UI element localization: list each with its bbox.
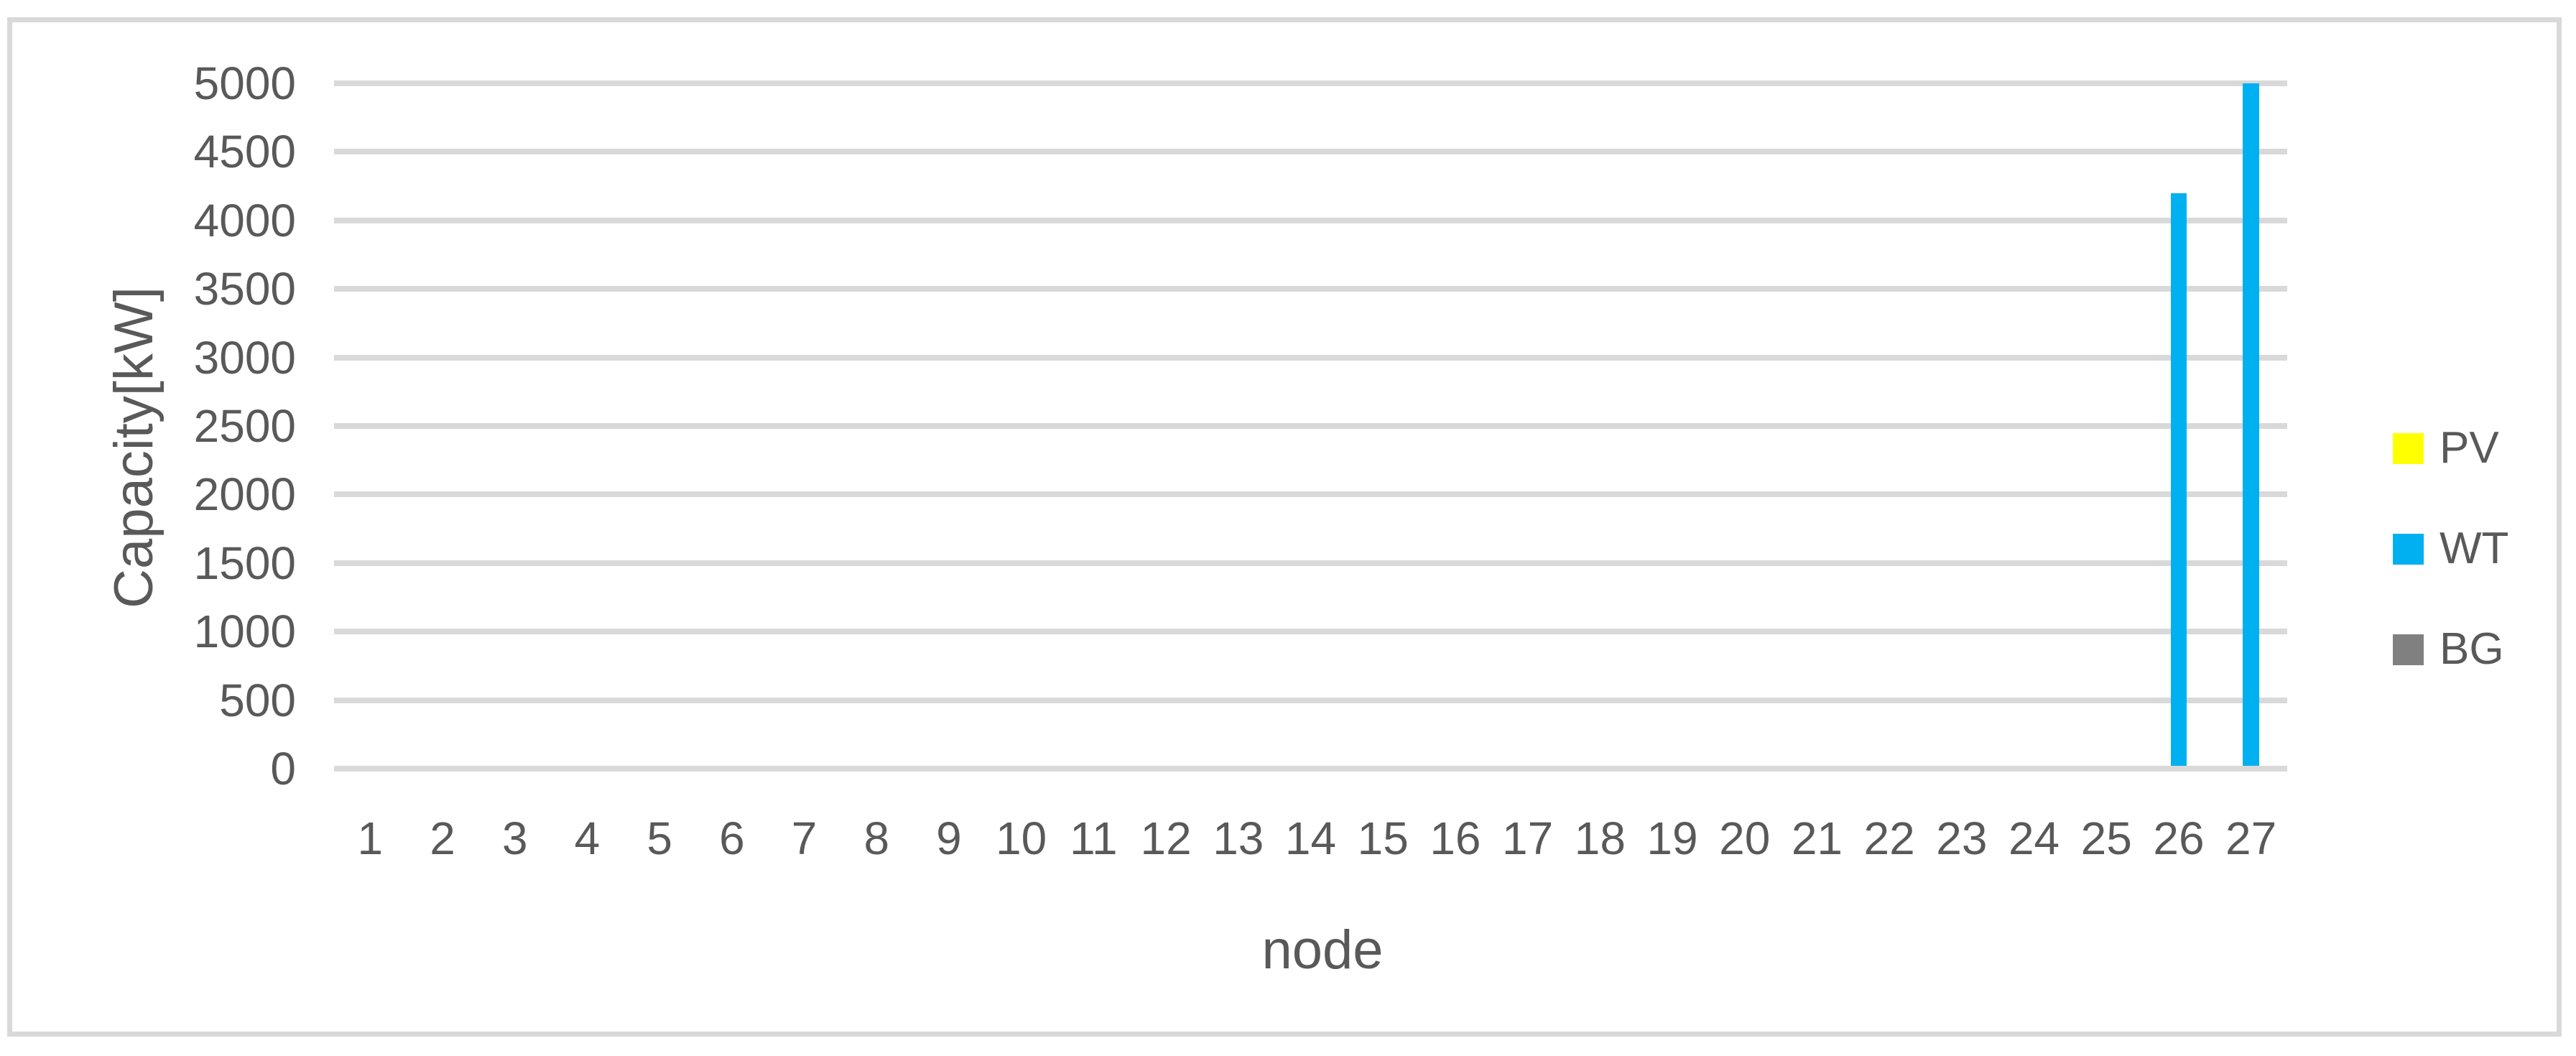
legend-item-wt: WT	[2393, 499, 2508, 599]
gridline-y-1000	[334, 629, 2287, 635]
gridline-y-5000	[334, 80, 2287, 86]
gridline-y-4000	[334, 217, 2287, 223]
x-tick-label-13: 13	[1213, 812, 1264, 864]
y-tick-label-3500: 3500	[193, 263, 296, 315]
x-tick-label-2: 2	[430, 812, 455, 864]
x-axis-title: node	[1261, 920, 1384, 981]
x-tick-label-19: 19	[1646, 812, 1698, 864]
x-tick-label-5: 5	[647, 812, 672, 864]
x-tick-label-12: 12	[1140, 812, 1192, 864]
x-tick-label-7: 7	[791, 812, 817, 864]
gridline-y-3500	[334, 286, 2287, 292]
x-tick-label-20: 20	[1719, 812, 1771, 864]
gridline-y-4500	[334, 149, 2287, 155]
legend-swatch-pv	[2393, 432, 2424, 464]
y-tick-label-0: 0	[270, 743, 296, 795]
legend-item-pv: PV	[2393, 398, 2508, 499]
gridline-y-0	[334, 766, 2287, 772]
y-tick-label-500: 500	[219, 674, 296, 726]
legend-swatch-bg	[2393, 634, 2424, 665]
y-tick-label-1500: 1500	[193, 537, 296, 589]
gridline-y-500	[334, 697, 2287, 703]
x-tick-label-26: 26	[2153, 812, 2205, 864]
bar-wt-node-27	[2243, 83, 2259, 766]
gridline-y-2500	[334, 423, 2287, 429]
x-tick-label-3: 3	[501, 812, 528, 864]
x-tick-label-14: 14	[1284, 812, 1337, 864]
y-tick-label-2000: 2000	[193, 468, 296, 521]
x-tick-label-21: 21	[1791, 812, 1843, 864]
x-tick-label-11: 11	[1070, 812, 1118, 864]
bar-wt-node-26	[2170, 193, 2187, 766]
legend-swatch-wt	[2393, 533, 2424, 565]
x-tick-label-6: 6	[719, 812, 745, 864]
x-tick-label-16: 16	[1430, 812, 1481, 864]
x-tick-label-10: 10	[996, 812, 1047, 864]
y-tick-label-1000: 1000	[193, 606, 296, 658]
plot-area	[334, 80, 2287, 772]
x-tick-label-23: 23	[1936, 812, 1988, 864]
legend-label-pv: PV	[2440, 423, 2499, 473]
y-tick-label-4000: 4000	[193, 194, 296, 246]
gridline-y-1500	[334, 560, 2287, 566]
legend-item-bg: BG	[2393, 599, 2508, 700]
x-tick-label-24: 24	[2008, 812, 2060, 864]
x-tick-label-25: 25	[2080, 812, 2132, 864]
legend-label-wt: WT	[2440, 524, 2509, 573]
y-tick-label-3000: 3000	[193, 331, 296, 384]
y-tick-label-4500: 4500	[193, 126, 296, 178]
y-tick-label-5000: 5000	[193, 57, 296, 109]
x-tick-label-22: 22	[1863, 812, 1915, 864]
x-tick-label-18: 18	[1574, 812, 1626, 864]
gridline-y-3000	[334, 354, 2287, 361]
x-tick-label-15: 15	[1357, 812, 1409, 864]
gridline-y-2000	[334, 491, 2287, 498]
x-tick-label-1: 1	[357, 812, 384, 864]
x-tick-label-27: 27	[2225, 812, 2277, 864]
y-tick-label-2500: 2500	[193, 400, 296, 452]
x-tick-label-4: 4	[574, 812, 601, 864]
x-tick-label-17: 17	[1502, 812, 1554, 864]
legend-label-bg: BG	[2440, 624, 2504, 674]
x-tick-label-8: 8	[863, 812, 890, 864]
x-tick-label-9: 9	[936, 812, 962, 864]
legend: PV WT BG	[2393, 398, 2508, 700]
